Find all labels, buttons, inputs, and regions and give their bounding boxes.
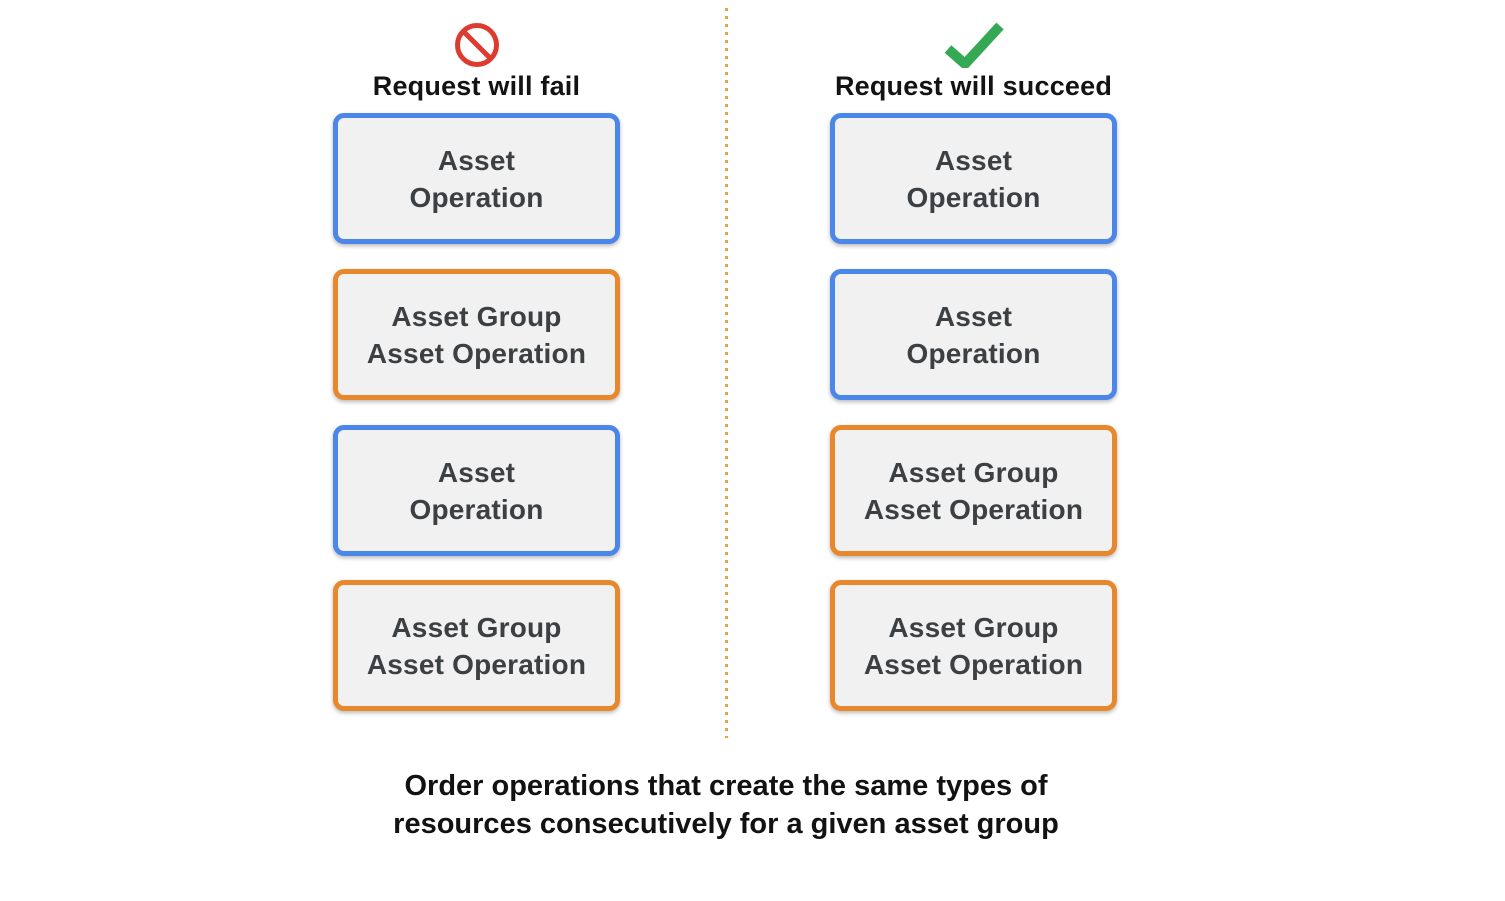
- box-label-line: Asset Operation: [863, 648, 1084, 680]
- fail-header: Request will fail: [333, 0, 620, 102]
- caption-line-1: Order operations that create the same ty…: [404, 770, 1048, 802]
- box-label-line: Asset Operation: [863, 493, 1084, 525]
- box-label-line: Asset: [437, 144, 516, 176]
- succeed-header-label: Request will succeed: [834, 71, 1113, 101]
- succeed-box-asset-operation-1: Asset Operation: [830, 113, 1117, 244]
- succeed-box-asset-operation-2: Asset Operation: [830, 269, 1117, 400]
- column-request-will-fail: Request will fail Asset Operation Asset …: [333, 0, 620, 760]
- box-label-line: Asset Group: [391, 611, 562, 643]
- caption-line-2: resources consecutively for a given asse…: [393, 808, 1059, 840]
- box-label-line: Asset Operation: [366, 648, 587, 680]
- check-icon: [830, 20, 1117, 70]
- box-label-line: Asset Group: [888, 456, 1059, 488]
- dotted-divider-line: [725, 8, 728, 738]
- fail-box-asset-operation-2: Asset Operation: [333, 425, 620, 556]
- fail-box-asset-group-asset-operation-2: Asset Group Asset Operation: [333, 580, 620, 711]
- box-label-line: Asset: [934, 144, 1013, 176]
- box-label-line: Asset Group: [391, 300, 562, 332]
- succeed-header: Request will succeed: [830, 0, 1117, 102]
- fail-box-asset-group-asset-operation-1: Asset Group Asset Operation: [333, 269, 620, 400]
- succeed-box-asset-group-asset-operation-1: Asset Group Asset Operation: [830, 425, 1117, 556]
- box-label-line: Asset: [934, 300, 1013, 332]
- box-label-line: Asset Operation: [366, 337, 587, 369]
- box-label-line: Asset Group: [888, 611, 1059, 643]
- no-entry-icon: [333, 20, 620, 70]
- box-label-line: Asset: [437, 456, 516, 488]
- column-request-will-succeed: Request will succeed Asset Operation Ass…: [830, 0, 1117, 760]
- succeed-box-asset-group-asset-operation-2: Asset Group Asset Operation: [830, 580, 1117, 711]
- box-label-line: Operation: [906, 181, 1041, 213]
- box-label-line: Operation: [906, 337, 1041, 369]
- caption: Order operations that create the same ty…: [393, 767, 1059, 843]
- fail-box-asset-operation-1: Asset Operation: [333, 113, 620, 244]
- fail-header-label: Request will fail: [372, 71, 581, 101]
- box-label-line: Operation: [409, 493, 544, 525]
- box-label-line: Operation: [409, 181, 544, 213]
